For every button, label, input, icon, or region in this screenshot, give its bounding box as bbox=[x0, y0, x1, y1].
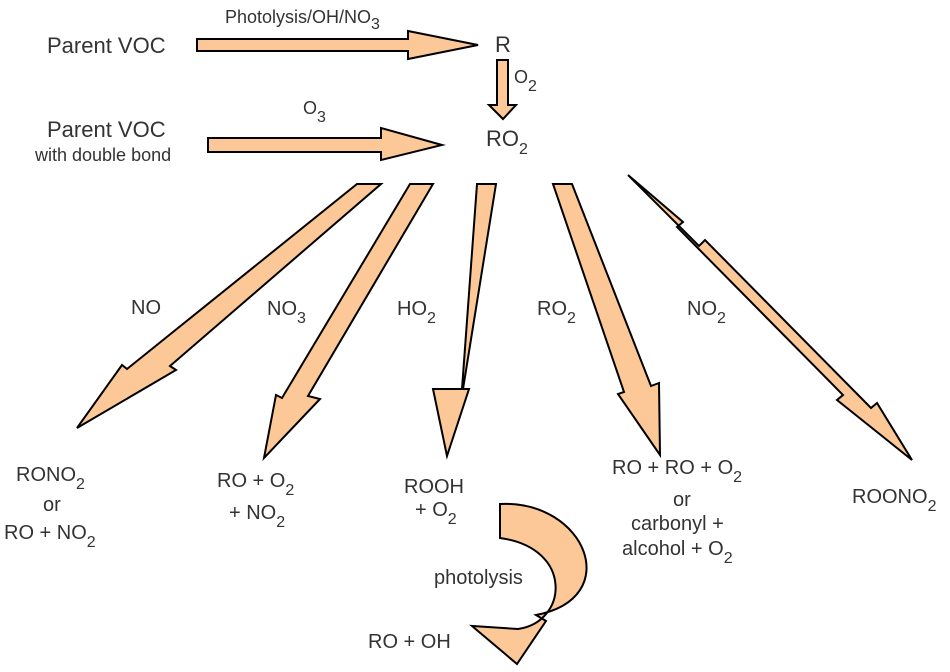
product-roono2: ROONO2 bbox=[852, 486, 937, 515]
reagent-ho2: HO2 bbox=[397, 298, 436, 327]
product-rooh-o2: + O2 bbox=[415, 499, 457, 528]
photolysis-label: photolysis bbox=[434, 567, 523, 589]
product-ro2-or: or bbox=[673, 489, 691, 511]
parent-voc-double-line2: with double bond bbox=[34, 145, 171, 165]
initiation-label: Photolysis/OH/NO3 bbox=[225, 7, 380, 33]
arrow-ro2-ho2 bbox=[431, 183, 498, 460]
o2-addition-label: O2 bbox=[514, 67, 537, 95]
radical-r-label: R bbox=[495, 32, 511, 57]
reagent-no2: NO2 bbox=[687, 298, 726, 327]
reagent-ro2: RO2 bbox=[537, 298, 576, 327]
product-carbonyl: carbonyl + bbox=[631, 513, 724, 535]
product-no2-plus: + NO2 bbox=[229, 502, 285, 531]
ro2-label: RO2 bbox=[486, 126, 528, 158]
product-rooh: ROOH bbox=[404, 476, 464, 498]
arrow-photolysis-curved bbox=[469, 502, 588, 666]
arrow-ro2-no bbox=[76, 183, 384, 429]
product-ro-o2: RO + O2 bbox=[217, 470, 294, 499]
product-ro-no2: RO + NO2 bbox=[4, 522, 96, 551]
arrow-voc-to-r bbox=[196, 29, 479, 61]
product-alcohol-o2: alcohol + O2 bbox=[622, 538, 733, 567]
product-no-or: or bbox=[43, 494, 61, 516]
product-rono2: RONO2 bbox=[16, 464, 85, 493]
arrow-r-to-ro2 bbox=[486, 59, 519, 121]
product-ro-oh: RO + OH bbox=[368, 631, 451, 653]
arrow-ro2-no2-equilibrium bbox=[627, 174, 913, 461]
arrow-ro2-ro2 bbox=[551, 183, 662, 459]
parent-voc-label: Parent VOC bbox=[47, 33, 166, 58]
product-ro-ro-o2: RO + RO + O2 bbox=[612, 457, 742, 486]
ozonolysis-label: O3 bbox=[303, 98, 326, 126]
reagent-no: NO bbox=[131, 297, 161, 319]
parent-voc-double-line1: Parent VOC bbox=[47, 117, 166, 142]
arrow-alkene-to-ro2 bbox=[207, 126, 446, 162]
reagent-no3: NO3 bbox=[267, 298, 306, 327]
arrow-ro2-no3 bbox=[262, 183, 435, 462]
